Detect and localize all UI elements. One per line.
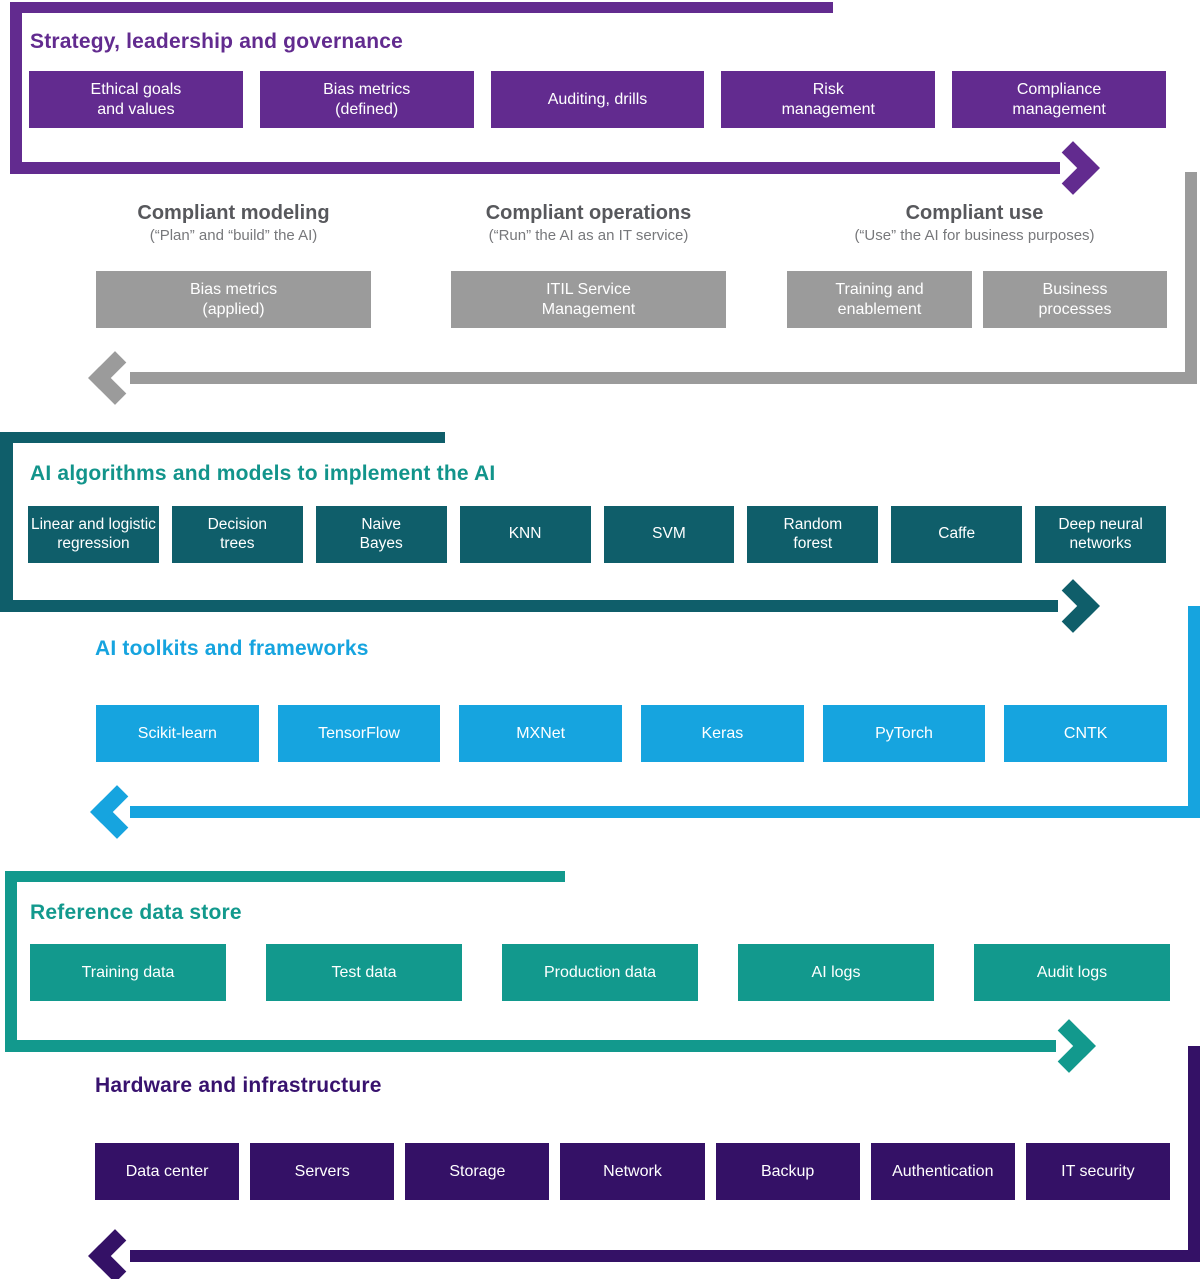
- compliant-use-heading: Compliant use (“Use” the AI for business…: [787, 200, 1162, 246]
- algorithms-arrow-shaft: [0, 600, 1058, 612]
- hardware-box: IT security: [1025, 1143, 1170, 1200]
- group-subtitle: (“Run” the AI as an IT service): [488, 227, 689, 244]
- datastore-box: AI logs: [738, 944, 934, 1001]
- datastore-arrow-shaft: [5, 1040, 1056, 1052]
- datastore-box: Production data: [502, 944, 698, 1001]
- datastore-box-row: Training data Test data Production data …: [30, 944, 1170, 1001]
- compliance-border-right: [1185, 172, 1197, 384]
- hardware-box: Storage: [405, 1143, 550, 1200]
- compliance-box: Training and enablement: [787, 271, 972, 328]
- strategy-box: Ethical goals and values: [29, 71, 243, 128]
- compliance-box: Business processes: [983, 271, 1167, 328]
- arrow-left-icon: [90, 785, 144, 839]
- datastore-box: Test data: [266, 944, 462, 1001]
- toolkit-box: CNTK: [1004, 705, 1168, 762]
- algorithm-box: Deep neural networks: [1035, 506, 1166, 563]
- hardware-box: Network: [560, 1143, 705, 1200]
- strategy-box: Auditing, drills: [490, 71, 705, 128]
- arrow-left-icon: [88, 351, 142, 405]
- algorithms-border-top: [0, 432, 445, 443]
- group-title: Compliant use: [905, 202, 1044, 224]
- group-subtitle: (“Use” the AI for business purposes): [854, 227, 1095, 244]
- algorithm-box: KNN: [459, 506, 591, 563]
- toolkits-border-right: [1188, 606, 1200, 818]
- toolkit-box: MXNet: [459, 705, 623, 762]
- toolkits-box-row: Scikit-learn TensorFlow MXNet Keras PyTo…: [96, 705, 1168, 762]
- arrow-right-icon: [1046, 579, 1100, 633]
- hardware-border-right: [1188, 1046, 1200, 1262]
- toolkit-box: Scikit-learn: [96, 705, 259, 762]
- strategy-box: Bias metrics (defined): [259, 71, 474, 128]
- compliance-arrow-shaft: [130, 372, 1197, 384]
- algorithm-box: Naive Bayes: [315, 506, 447, 563]
- strategy-box-row: Ethical goals and values Bias metrics (d…: [29, 71, 1166, 128]
- strategy-arrow-shaft: [10, 162, 1060, 174]
- datastore-border-top: [5, 871, 565, 882]
- datastore-band-title: Reference data store: [30, 901, 242, 924]
- algorithms-band-title: AI algorithms and models to implement th…: [30, 462, 496, 485]
- toolkit-box: TensorFlow: [277, 705, 441, 762]
- algorithm-box: SVM: [603, 506, 735, 563]
- toolkits-arrow-shaft: [130, 806, 1200, 818]
- algorithms-border-left: [0, 432, 13, 612]
- toolkit-box: Keras: [641, 705, 804, 762]
- compliance-box: Bias metrics (applied): [96, 271, 371, 328]
- strategy-box: Compliance management: [952, 71, 1166, 128]
- compliance-box: ITIL Service Management: [451, 271, 726, 328]
- toolkit-box: PyTorch: [822, 705, 986, 762]
- hardware-arrow-shaft: [130, 1250, 1200, 1262]
- algorithms-box-row: Linear and logistic regression Decision …: [28, 506, 1166, 563]
- hardware-band-title: Hardware and infrastructure: [95, 1074, 382, 1097]
- arrow-left-icon: [88, 1229, 142, 1279]
- algorithm-box: Random forest: [747, 506, 879, 563]
- strategy-band-title: Strategy, leadership and governance: [30, 30, 404, 53]
- hardware-box: Data center: [95, 1143, 240, 1200]
- toolkits-band-title: AI toolkits and frameworks: [95, 637, 369, 660]
- strategy-border-top: [10, 2, 833, 13]
- hardware-box: Servers: [250, 1143, 395, 1200]
- arrow-right-icon: [1042, 1019, 1096, 1073]
- datastore-box: Training data: [30, 944, 226, 1001]
- arrow-right-icon: [1046, 141, 1100, 195]
- datastore-border-left: [5, 871, 17, 1052]
- hardware-box: Backup: [715, 1143, 860, 1200]
- group-title: Compliant modeling: [137, 202, 330, 224]
- compliant-operations-heading: Compliant operations (“Run” the AI as an…: [401, 200, 776, 246]
- datastore-box: Audit logs: [974, 944, 1170, 1001]
- strategy-box: Risk management: [721, 71, 936, 128]
- group-title: Compliant operations: [485, 202, 692, 224]
- algorithm-box: Decision trees: [171, 506, 303, 563]
- algorithm-box: Linear and logistic regression: [28, 506, 159, 563]
- algorithm-box: Caffe: [891, 506, 1023, 563]
- group-subtitle: (“Plan” and “build” the AI): [149, 227, 318, 244]
- hardware-box-row: Data center Servers Storage Network Back…: [95, 1143, 1170, 1200]
- strategy-border-left: [10, 2, 22, 174]
- hardware-box: Authentication: [870, 1143, 1015, 1200]
- compliant-modeling-heading: Compliant modeling (“Plan” and “build” t…: [46, 200, 421, 246]
